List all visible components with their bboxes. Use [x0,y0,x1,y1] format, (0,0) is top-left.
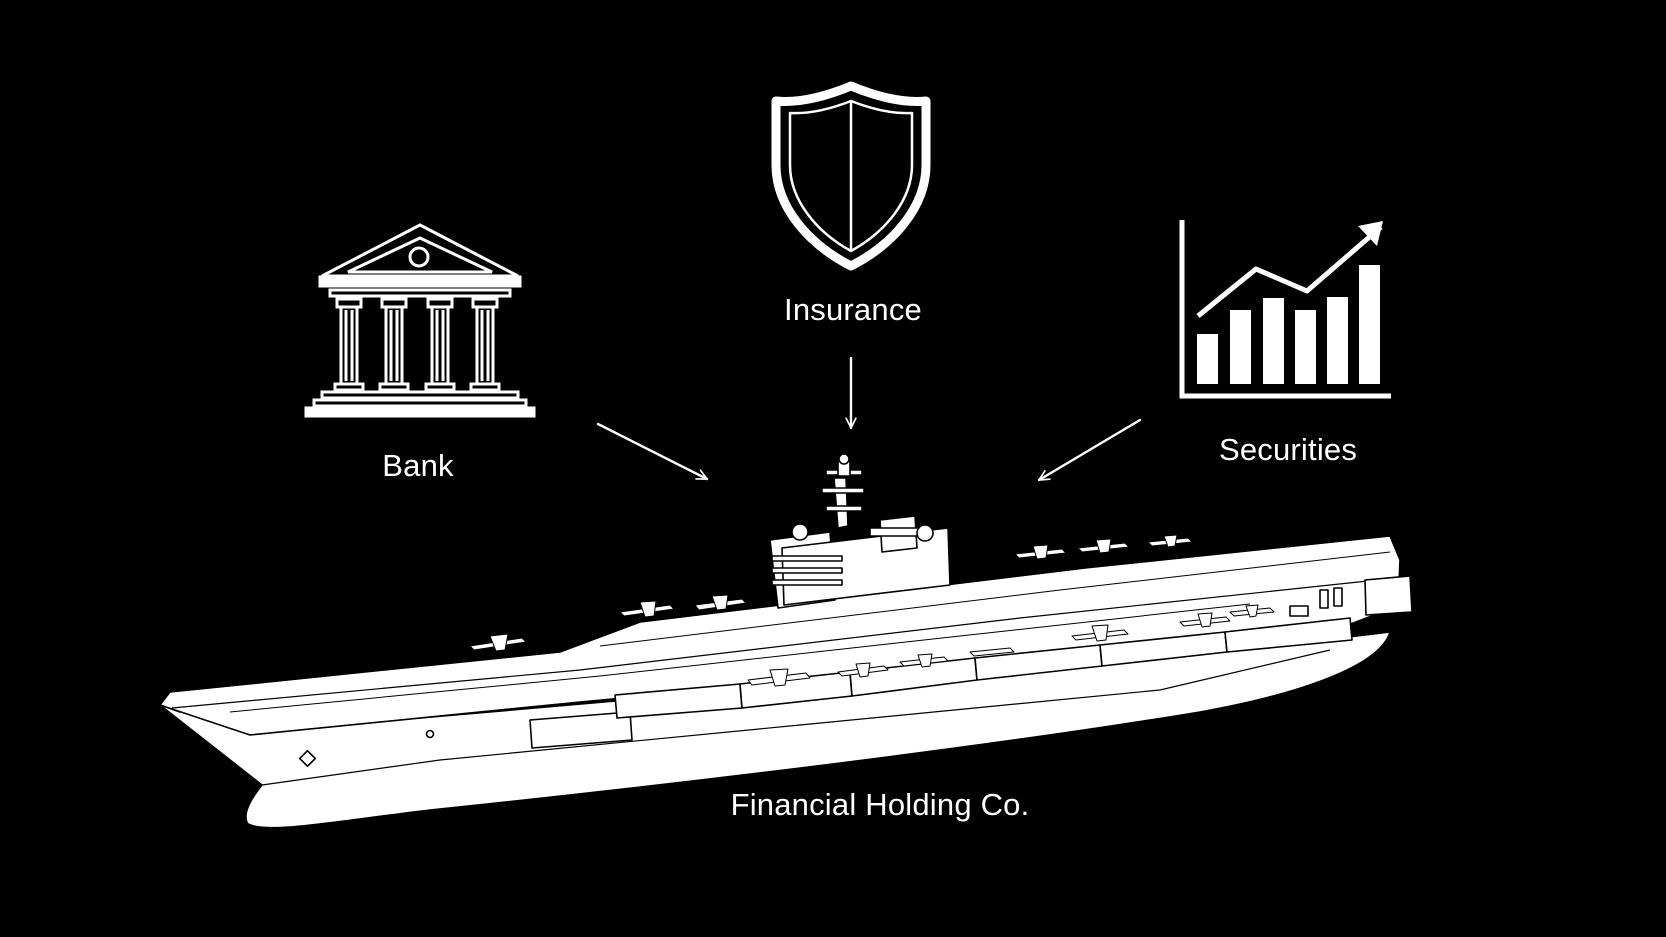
bank-label: Bank [382,448,454,483]
shield-icon [771,81,931,271]
arrow-securities-to-holding [1037,418,1142,482]
financial-holding-label: Financial Holding Co. [731,787,1030,822]
aircraft-carrier-icon [159,453,1413,829]
bank-building-icon [304,223,536,418]
insurance-label: Insurance [784,292,922,327]
securities-label: Securities [1219,432,1357,467]
bar-chart-trend-icon [1179,220,1391,399]
arrow-bank-to-holding [596,422,709,481]
